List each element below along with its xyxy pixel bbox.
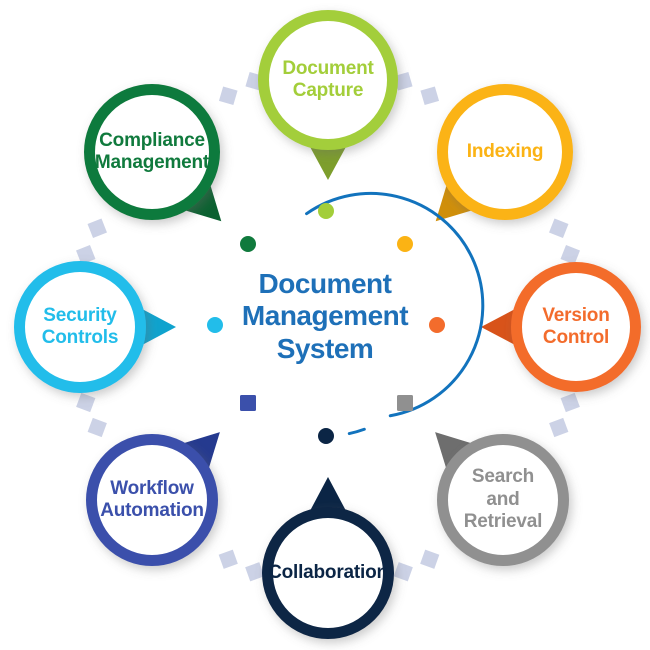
connector-workflow-to-security-dash bbox=[87, 417, 107, 438]
hub-dot-indexing bbox=[397, 236, 413, 252]
connector-version-to-search-dash bbox=[549, 417, 569, 438]
hub-dot-security-controls bbox=[207, 317, 223, 333]
center-title: Document Management System bbox=[241, 268, 409, 364]
node-circle-indexing[interactable] bbox=[437, 84, 573, 220]
node-circle-security-controls[interactable] bbox=[14, 261, 146, 393]
hub-dot-compliance-management bbox=[240, 236, 256, 252]
node-circle-workflow-automation[interactable] bbox=[86, 434, 218, 566]
connector-capture-to-indexing-dash bbox=[420, 86, 440, 106]
connector-collaboration-to-workflow-dash bbox=[245, 562, 265, 582]
node-circle-compliance-management[interactable] bbox=[84, 84, 220, 220]
connector-search-to-collaboration-dash bbox=[393, 562, 413, 582]
hub-dot-document-capture bbox=[318, 203, 334, 219]
connector-collaboration-to-workflow-dash bbox=[218, 549, 238, 569]
node-circle-document-capture[interactable] bbox=[258, 10, 398, 150]
node-circle-search-and-retrieval[interactable] bbox=[437, 434, 569, 566]
connector-workflow-to-security-dash bbox=[76, 392, 96, 413]
connector-search-to-collaboration-dash bbox=[420, 549, 440, 569]
hub-dot-search-and-retrieval bbox=[397, 395, 413, 411]
node-layer bbox=[14, 10, 641, 639]
connector-indexing-to-version-dash bbox=[549, 218, 569, 238]
connector-indexing-to-version-dash bbox=[560, 245, 580, 265]
connector-capture-to-indexing-dash bbox=[393, 71, 413, 91]
hub-dot-workflow-automation bbox=[240, 395, 256, 411]
hub-layer bbox=[207, 191, 485, 444]
hub-dot-collaboration bbox=[318, 428, 334, 444]
node-circle-collaboration[interactable] bbox=[262, 507, 394, 639]
connector-version-to-search-dash bbox=[560, 392, 580, 413]
connector-compliance-to-capture-dash bbox=[218, 86, 238, 106]
hub-dot-version-control bbox=[429, 317, 445, 333]
node-circle-version-control[interactable] bbox=[511, 262, 641, 392]
hub-ring bbox=[305, 191, 485, 418]
connector-security-to-compliance-dash bbox=[87, 218, 107, 238]
hub-ring-segment bbox=[347, 427, 366, 436]
connector-layer bbox=[76, 71, 580, 582]
connector-security-to-compliance-dash bbox=[76, 245, 96, 265]
